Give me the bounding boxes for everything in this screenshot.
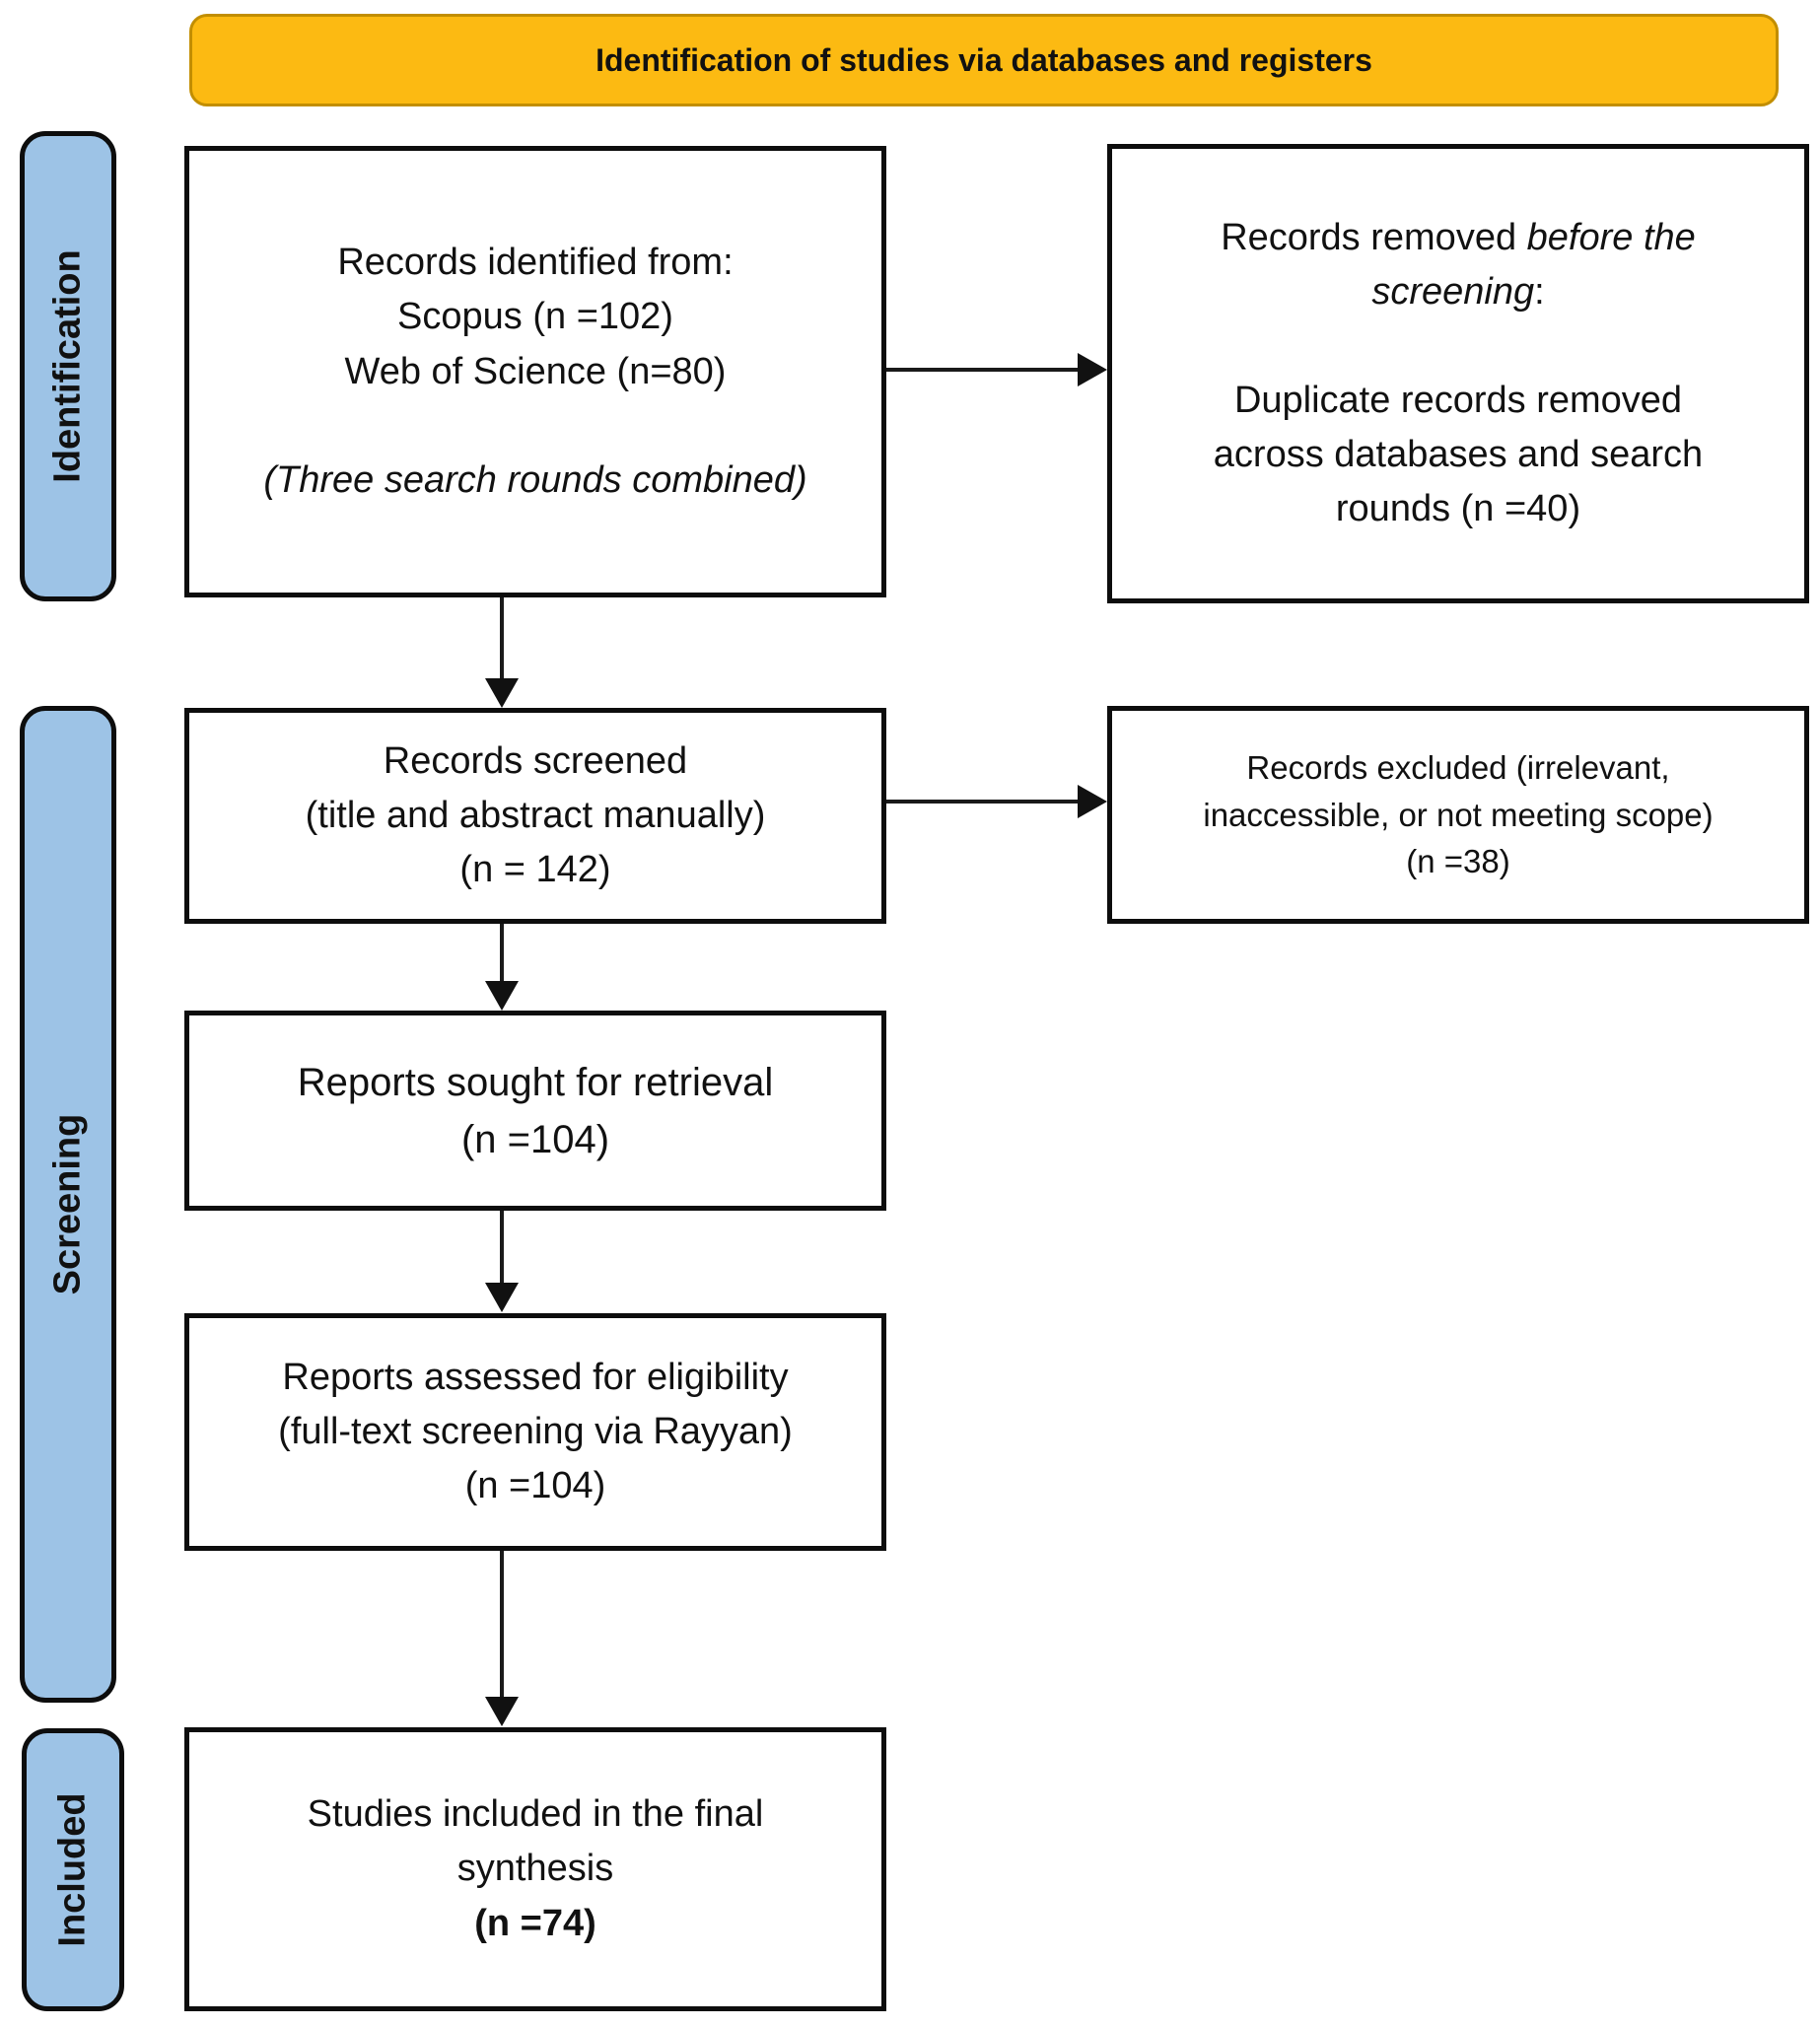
records-screened-line-2: (title and abstract manually) — [305, 794, 766, 836]
box-studies-included: Studies included in the final synthesis … — [184, 1727, 886, 2011]
arrow-screened-to-sought-head-icon — [485, 981, 519, 1011]
records-removed-body-line-3: rounds (n =40) — [1335, 488, 1581, 530]
stage-included-label: Included — [51, 1792, 94, 1947]
records-identified-line-3: Web of Science (n=80) — [344, 350, 727, 392]
reports-sought-line-1: Reports sought for retrieval — [297, 1060, 774, 1104]
records-excluded-line-2: inaccessible, or not meeting scope) — [1203, 796, 1714, 833]
banner-title: Identification of studies via databases … — [189, 14, 1779, 106]
records-removed-body-line-1: Duplicate records removed — [1233, 379, 1683, 421]
box-reports-sought: Reports sought for retrieval (n =104) — [184, 1011, 886, 1211]
arrow-sought-to-assessed-head-icon — [485, 1283, 519, 1312]
box-records-screened: Records screened (title and abstract man… — [184, 708, 886, 924]
records-identified-note: (Three search rounds combined) — [263, 458, 807, 501]
arrow-identified-to-screened-line — [500, 597, 504, 680]
box-records-identified: Records identified from: Scopus (n =102)… — [184, 146, 886, 597]
records-removed-body-line-2: across databases and search — [1213, 434, 1704, 476]
reports-assessed-line-2: (full-text screening via Rayyan) — [278, 1410, 793, 1452]
arrow-identified-to-removed-line — [886, 368, 1082, 372]
stage-included: Included — [22, 1728, 124, 2011]
records-removed-title-line-1: Records removed before the — [1221, 211, 1696, 265]
reports-assessed-line-3: (n =104) — [464, 1465, 606, 1507]
arrow-screened-to-excluded-line — [886, 800, 1082, 804]
arrow-screened-to-excluded-head-icon — [1078, 785, 1107, 818]
records-screened-line-1: Records screened — [383, 739, 688, 782]
records-removed-title-emphasis-1: before the — [1526, 216, 1696, 258]
box-records-excluded: Records excluded (irrelevant, inaccessib… — [1107, 706, 1809, 924]
records-excluded-line-1: Records excluded (irrelevant, — [1246, 748, 1670, 786]
arrow-assessed-to-included-head-icon — [485, 1697, 519, 1726]
records-removed-title-emphasis-2: screening — [1371, 270, 1535, 313]
studies-included-line-2: synthesis — [456, 1848, 614, 1890]
arrow-sought-to-assessed-line — [500, 1211, 504, 1285]
records-identified-line-2: Scopus (n =102) — [397, 296, 673, 338]
arrow-assessed-to-included-line — [500, 1551, 504, 1699]
arrow-identified-to-screened-head-icon — [485, 678, 519, 708]
stage-identification: Identification — [20, 131, 116, 601]
box-reports-assessed: Reports assessed for eligibility (full-t… — [184, 1313, 886, 1551]
reports-assessed-line-1: Reports assessed for eligibility — [282, 1356, 789, 1398]
records-screened-line-3: (n = 142) — [459, 849, 611, 891]
records-identified-line-1: Records identified from: — [337, 242, 734, 284]
records-excluded-line-3: (n =38) — [1406, 843, 1510, 880]
records-removed-title-tail: : — [1534, 270, 1545, 313]
records-removed-title-lead: Records removed — [1221, 216, 1527, 258]
stage-identification-label: Identification — [46, 249, 89, 483]
arrow-screened-to-sought-line — [500, 924, 504, 983]
arrow-identified-to-removed-head-icon — [1078, 353, 1107, 386]
records-removed-title-line-2: screening: — [1371, 265, 1544, 319]
studies-included-count: (n =74) — [474, 1902, 596, 1944]
stage-screening: Screening — [20, 706, 116, 1703]
box-records-removed: Records removed before the screening: Du… — [1107, 144, 1809, 603]
stage-screening-label: Screening — [46, 1113, 89, 1295]
studies-included-line-1: Studies included in the final — [307, 1793, 764, 1836]
reports-sought-line-2: (n =104) — [460, 1117, 610, 1161]
